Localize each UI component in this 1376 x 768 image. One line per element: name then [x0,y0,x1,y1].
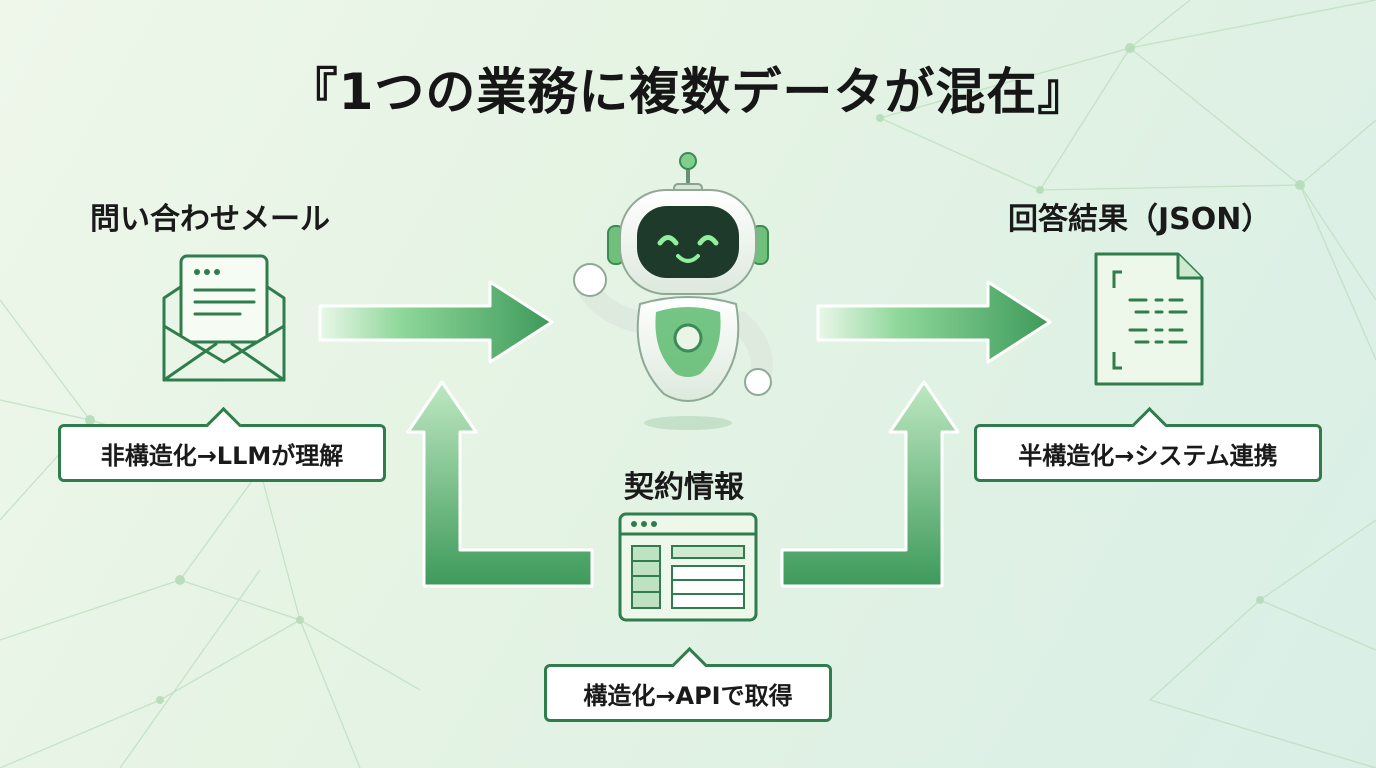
envelope-icon [162,254,286,382]
email-callout-text: 非構造化→LLMが理解 [100,441,344,470]
json-callout: 半構造化→システム連携 [974,406,1322,482]
table-window-icon [618,512,758,622]
email-callout: 非構造化→LLMが理解 [58,406,386,482]
arrow-email-to-robot [318,280,554,364]
json-callout-text: 半構造化→システム連携 [1018,441,1278,470]
contract-callout-text: 構造化→APIで取得 [583,681,793,710]
contract-label: 契約情報 [624,470,744,505]
arrow-contract-to-output [780,380,960,588]
email-label: 問い合わせメール [90,202,330,237]
arrow-robot-to-json [816,280,1052,364]
arrow-contract-to-input [406,380,594,588]
contract-callout: 構造化→APIで取得 [544,646,832,722]
json-document-icon [1094,252,1204,386]
page-title: 『1つの業務に複数データが混在』 [287,63,1089,121]
json-output-label: 回答結果（JSON） [1008,202,1272,237]
robot-icon [573,152,773,430]
